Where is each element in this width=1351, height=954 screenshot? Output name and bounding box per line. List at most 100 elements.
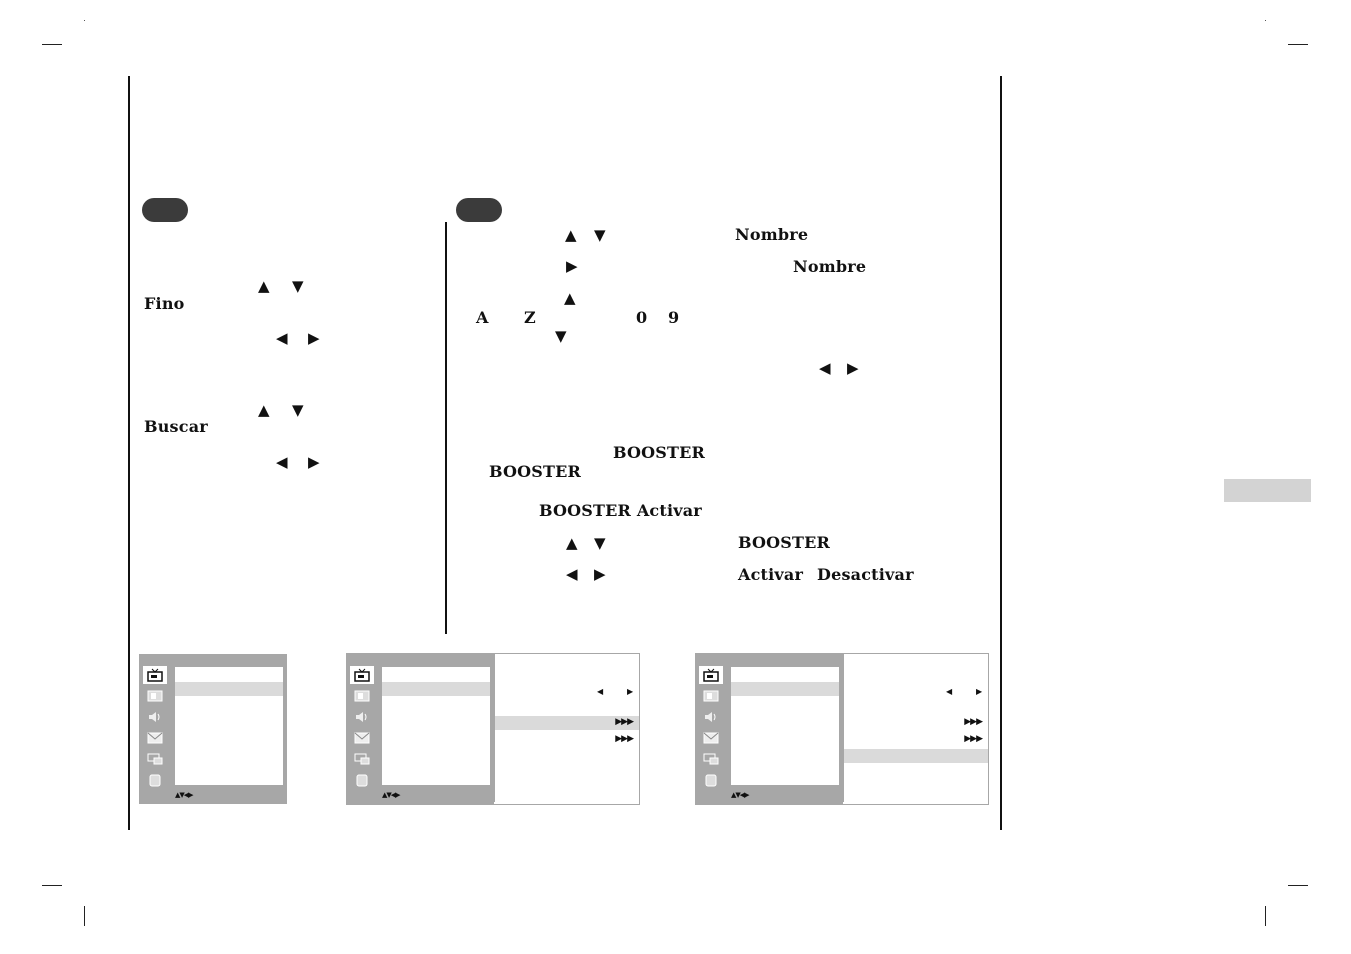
digit-9: 9 — [668, 308, 680, 327]
crop-mark — [42, 44, 62, 45]
menu-row[interactable] — [175, 667, 283, 682]
registration-dot — [84, 20, 85, 21]
menu-row[interactable] — [382, 667, 490, 682]
page-right-border — [1000, 76, 1002, 830]
right-arrow: ▶ — [308, 453, 320, 471]
submenu-arrow-icon: ▶▶▶ — [964, 734, 983, 744]
submenu-row-adjust[interactable]: ◀ ▶ — [844, 685, 988, 699]
submenu-3: ◀ ▶ ▶▶▶ ▶▶▶ — [843, 654, 988, 802]
fino-label: Fino — [144, 294, 185, 313]
down-arrow: ▼ — [594, 534, 606, 552]
down-arrow: ▼ — [292, 401, 304, 419]
right-arrow: ▶ — [566, 257, 578, 275]
column-divider — [445, 222, 447, 634]
time-icon[interactable] — [699, 729, 723, 747]
section-badge-right — [456, 198, 502, 222]
section-badge-left — [142, 198, 188, 222]
crop-mark — [42, 885, 62, 886]
menu-list — [731, 667, 839, 785]
down-arrow: ▼ — [555, 327, 567, 345]
desactivar-label: Desactivar — [817, 565, 914, 584]
submenu-arrow-icon: ▶▶▶ — [964, 717, 983, 727]
left-arrow: ◀ — [597, 687, 604, 696]
screen-icon[interactable] — [350, 750, 374, 768]
special-icon[interactable] — [350, 771, 374, 789]
up-arrow: ▲ — [566, 534, 578, 552]
chapter-tab — [1224, 479, 1311, 502]
menu-row-selected[interactable] — [382, 682, 490, 697]
up-arrow: ▲ — [565, 226, 577, 244]
crop-mark — [1265, 906, 1266, 926]
nav-hint: ▲▼◀▶ — [175, 791, 194, 799]
booster-label: BOOSTER — [613, 443, 706, 462]
crop-mark — [84, 906, 85, 926]
booster-label: BOOSTER — [738, 533, 831, 552]
picture-icon[interactable] — [143, 687, 167, 705]
right-arrow: ▶ — [847, 359, 859, 377]
buscar-label: Buscar — [144, 417, 208, 436]
osd-menu-2: ▲▼◀▶ — [346, 654, 494, 804]
right-arrow: ▶ — [594, 565, 606, 583]
picture-icon[interactable] — [699, 687, 723, 705]
activar-label: Activar — [738, 565, 804, 584]
time-icon[interactable] — [350, 729, 374, 747]
submenu-row[interactable]: ▶▶▶ — [844, 733, 988, 747]
booster-activar-label: BOOSTER Activar — [539, 501, 702, 520]
special-icon[interactable] — [699, 771, 723, 789]
nombre-label: Nombre — [735, 225, 809, 244]
up-arrow: ▲ — [564, 289, 576, 307]
menu-list — [382, 667, 490, 785]
sound-icon[interactable] — [143, 708, 167, 726]
page-left-border — [128, 76, 130, 830]
left-arrow: ◀ — [276, 329, 288, 347]
nav-hint: ▲▼◀▶ — [382, 791, 401, 799]
menu-row-selected[interactable] — [175, 682, 283, 697]
up-arrow: ▲ — [258, 277, 270, 295]
right-arrow: ▶ — [976, 687, 983, 696]
right-arrow: ▶ — [627, 687, 634, 696]
menu-icon-column — [350, 666, 378, 792]
menu-row[interactable] — [731, 667, 839, 682]
left-arrow: ◀ — [819, 359, 831, 377]
submenu-row[interactable]: ▶▶▶ — [844, 716, 988, 730]
submenu-row[interactable]: ▶▶▶ — [495, 733, 639, 747]
crop-mark — [1288, 885, 1308, 886]
letter-z: Z — [524, 308, 536, 327]
menu-list — [175, 667, 283, 785]
digit-0: 0 — [636, 308, 648, 327]
screen-icon[interactable] — [143, 750, 167, 768]
left-arrow: ◀ — [946, 687, 953, 696]
tv-station-icon[interactable] — [699, 666, 723, 684]
right-arrow: ▶ — [308, 329, 320, 347]
submenu-2: ◀ ▶ ▶▶▶ ▶▶▶ — [494, 654, 639, 802]
screen-icon[interactable] — [699, 750, 723, 768]
picture-icon[interactable] — [350, 687, 374, 705]
menu-row-selected[interactable] — [731, 682, 839, 697]
submenu-row-adjust[interactable]: ◀ ▶ — [495, 685, 639, 699]
sound-icon[interactable] — [350, 708, 374, 726]
osd-menu-3: ▲▼◀▶ — [695, 654, 843, 804]
nombre-label: Nombre — [793, 257, 867, 276]
time-icon[interactable] — [143, 729, 167, 747]
submenu-arrow-icon: ▶▶▶ — [615, 734, 634, 744]
submenu-arrow-icon: ▶▶▶ — [615, 717, 634, 727]
left-arrow: ◀ — [566, 565, 578, 583]
registration-dot — [1265, 20, 1266, 21]
down-arrow: ▼ — [594, 226, 606, 244]
menu-icon-column — [699, 666, 727, 792]
special-icon[interactable] — [143, 771, 167, 789]
left-arrow: ◀ — [276, 453, 288, 471]
up-arrow: ▲ — [258, 401, 270, 419]
crop-mark — [1288, 44, 1308, 45]
down-arrow: ▼ — [292, 277, 304, 295]
tv-station-icon[interactable] — [143, 666, 167, 684]
submenu-row-selected[interactable]: ▶▶▶ — [495, 716, 639, 730]
submenu-row-selected[interactable] — [844, 749, 988, 763]
sound-icon[interactable] — [699, 708, 723, 726]
tv-station-icon[interactable] — [350, 666, 374, 684]
booster-label: BOOSTER — [489, 462, 582, 481]
osd-menu-1: ▲▼◀▶ — [139, 654, 287, 804]
menu-icon-column — [143, 666, 171, 792]
letter-a: A — [476, 308, 489, 327]
nav-hint: ▲▼◀▶ — [731, 791, 750, 799]
